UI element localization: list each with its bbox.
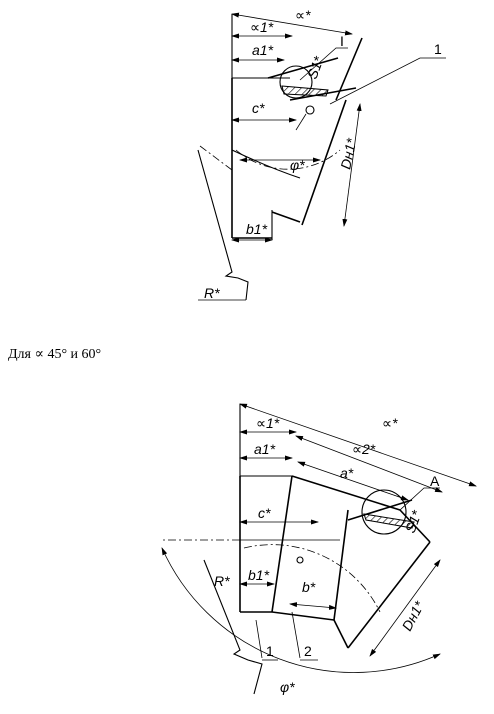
fig2-callout-1: 1 <box>266 643 274 659</box>
figure-1-labels: ∝* ∝1* a1* c* S1* φ* Dн1* b1* R* I 1 <box>204 7 442 301</box>
fig1-label-alpha1: ∝1* <box>250 19 274 35</box>
fig2-label-alpha2: ∝2* <box>352 441 376 457</box>
fig2-label-b1: b1* <box>248 567 270 583</box>
figure-2-labels: ∝* ∝1* ∝2* a1* a* c* S1* R* b1* b* Dн1* … <box>214 415 440 695</box>
fig2-label-a1: a1* <box>254 441 276 457</box>
fig2-label-alpha: ∝* <box>382 415 398 431</box>
fig1-callout-1: 1 <box>434 41 442 57</box>
fig2-label-r: R* <box>214 573 230 589</box>
figure-1-geometry <box>197 12 446 301</box>
fig2-label-a: a* <box>340 465 354 481</box>
fig1-label-dn1: Dн1* <box>337 136 359 170</box>
fig1-callout-detail: I <box>340 33 344 49</box>
fig2-label-s1: S1* <box>402 508 425 535</box>
figure-2-geometry <box>160 403 477 695</box>
fig1-label-phi: φ* <box>290 157 305 173</box>
fig2-label-phi: φ* <box>280 679 295 695</box>
fig1-label-s1: S1* <box>304 54 327 81</box>
weld-seam-1 <box>281 85 329 97</box>
fig1-label-alpha: ∝* <box>295 7 311 23</box>
figure-caption: Для ∝ 45° и 60° <box>8 347 102 362</box>
fig2-callout-a: A <box>430 473 440 489</box>
fig1-label-r: R* <box>204 285 220 301</box>
fig2-label-c: c* <box>258 505 271 521</box>
fig2-label-dn1: Dн1* <box>399 598 428 633</box>
fig2-label-alpha1: ∝1* <box>256 415 280 431</box>
fig2-callout-2: 2 <box>304 643 312 659</box>
figure-2: ∝* ∝1* ∝2* a1* a* c* S1* R* b1* b* Dн1* … <box>160 403 477 695</box>
fig1-label-b1: b1* <box>246 221 268 237</box>
fig1-label-a1: a1* <box>252 42 274 58</box>
fig2-label-b: b* <box>302 579 316 595</box>
fig1-label-c: c* <box>252 100 265 116</box>
figure-1: ∝* ∝1* a1* c* S1* φ* Dн1* b1* R* I 1 <box>197 7 446 301</box>
